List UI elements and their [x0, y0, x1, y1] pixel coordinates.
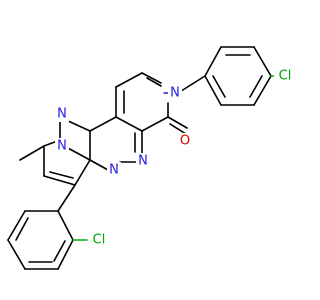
atom-label-n-triazine-b: N — [138, 154, 148, 169]
atom-label-cl-bottom: Cl — [93, 233, 106, 248]
atom-label-n-pyridinone: N — [170, 86, 180, 101]
bond-set — [7, 46, 285, 270]
atom-label-n-pyrazole-a: N — [57, 107, 67, 122]
atom-label-cl-top: Cl — [279, 69, 292, 84]
atom-label-n-triazine-a: N — [109, 163, 119, 178]
atom-label-o-carbonyl: O — [180, 134, 190, 149]
atom-label-set: N O Cl N N N N Cl — [55, 68, 296, 248]
atom-label-n-pyrazole-b: N — [57, 139, 67, 154]
molecule-structure-diagram: N O Cl N N N N Cl — [7, 46, 296, 270]
